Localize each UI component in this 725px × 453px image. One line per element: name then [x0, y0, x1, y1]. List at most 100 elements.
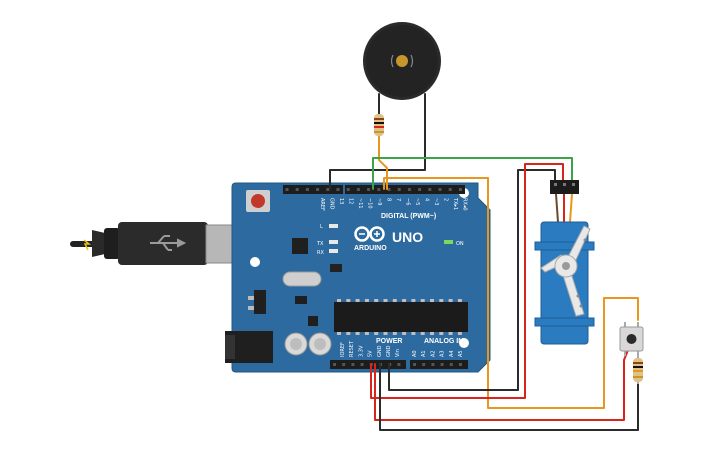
chip-pin: [411, 299, 416, 302]
pin-hole: [448, 188, 452, 191]
top-pin-label: 13: [338, 198, 344, 204]
led-tx-label: TX: [316, 241, 324, 247]
pushbutton-cap[interactable]: [626, 334, 637, 344]
led-tx: [329, 240, 338, 244]
top-pin-label: ~6: [405, 198, 411, 205]
pin-hole: [438, 188, 442, 191]
wire-button-power: [374, 349, 629, 421]
top-pin-label: 4: [424, 198, 430, 201]
wire-servo-gnd: [388, 169, 556, 391]
chip-pin: [337, 332, 341, 335]
pin-hole: [316, 188, 320, 191]
power-pin-label: 5V: [368, 350, 374, 357]
chip-pin: [374, 299, 379, 302]
chip-pin: [374, 332, 379, 335]
pin-hole: [295, 188, 299, 191]
chip-pin: [346, 332, 351, 335]
top-pin-label: ~3: [433, 198, 439, 205]
power-header: [330, 360, 406, 369]
chip-pin: [457, 299, 462, 302]
pin-hole: [336, 188, 340, 191]
pin-hole: [413, 363, 416, 366]
led-rx-label: RX: [317, 250, 324, 256]
on-label: ON: [456, 241, 464, 247]
chip-pin: [392, 332, 397, 335]
chip-pin: [430, 332, 434, 335]
led-rx: [329, 249, 338, 253]
reset-button-cap[interactable]: [251, 194, 265, 208]
pin-hole: [397, 363, 401, 366]
power-pin-label: 3.3V: [358, 345, 364, 357]
pushbutton[interactable]: [619, 322, 644, 356]
board-name: UNO: [392, 229, 423, 245]
chip-pin: [346, 299, 351, 302]
chip-pin: [355, 299, 360, 302]
micro-servo[interactable]: [534, 180, 595, 345]
small-chip: [295, 296, 307, 304]
top-pin-label: AREF: [319, 198, 325, 211]
pin-hole: [333, 363, 336, 366]
on-led: [444, 240, 453, 244]
chip-pin: [364, 299, 369, 302]
chip-pin: [448, 299, 453, 302]
top-pin-label: 12: [348, 198, 354, 204]
pin-hole: [431, 363, 435, 366]
chip-pin: [448, 332, 453, 335]
chip-pin: [420, 332, 425, 335]
pin-hole: [422, 363, 426, 366]
pin-hole: [356, 188, 360, 191]
chip-pin: [383, 332, 388, 335]
servo-horn: [540, 225, 591, 317]
top-pin-label: RX◂0: [462, 198, 468, 211]
chip-pin: [383, 299, 388, 302]
wires: [329, 93, 639, 431]
chip-pin: [355, 332, 360, 335]
wire-button-signal: [383, 177, 639, 409]
pin-hole: [428, 188, 432, 191]
pin-hole: [449, 363, 453, 366]
pin-hole: [285, 188, 289, 191]
pin-hole: [459, 363, 462, 366]
pin-hole: [377, 188, 381, 191]
servo-screw-icon: [562, 262, 570, 270]
wire-buzzer-gnd: [329, 93, 426, 190]
analog-label: ANALOG IN: [424, 338, 463, 345]
buzzer-resistor[interactable]: [374, 114, 384, 136]
servo-connector: [550, 180, 579, 194]
pin-hole: [351, 363, 355, 366]
chip-pin: [364, 332, 369, 335]
pin-hole: [418, 188, 422, 191]
analog-pin-label: A3: [440, 350, 446, 357]
analog-pin-label: A2: [430, 350, 436, 357]
chip-pin: [392, 299, 397, 302]
power-pin-label: Vin: [395, 349, 401, 357]
atmega-chip: [334, 302, 468, 332]
top-pin-label: 7: [395, 198, 401, 201]
pin-hole: [305, 188, 309, 191]
power-pin-label: GND: [386, 345, 392, 357]
piezo-buzzer[interactable]: [363, 22, 441, 100]
pin-hole: [397, 188, 401, 191]
pin-hole: [346, 188, 350, 191]
crystal-oscillator: [282, 271, 322, 287]
small-chip: [330, 264, 342, 272]
mounting-hole: [459, 338, 469, 348]
pin-hole: [458, 188, 462, 191]
button-resistor[interactable]: [633, 356, 643, 384]
power-pin-label: IOREF: [340, 342, 346, 357]
wire-servo-power: [370, 163, 564, 399]
wire-servo-signal: [372, 157, 573, 190]
mounting-hole: [250, 257, 260, 267]
analog-pin-label: A5: [458, 350, 464, 357]
pin-hole: [360, 363, 364, 366]
pin-hole: [342, 363, 346, 366]
analog-pin-label: A0: [412, 350, 418, 357]
usb-chip: [292, 238, 308, 254]
chip-pin: [439, 299, 444, 302]
analog-header: [410, 360, 468, 369]
analog-pin-label: A1: [421, 350, 427, 357]
led-l-label: L: [320, 224, 323, 230]
usb-cable-end: [70, 241, 95, 247]
brand-label: ARDUINO: [354, 245, 387, 252]
